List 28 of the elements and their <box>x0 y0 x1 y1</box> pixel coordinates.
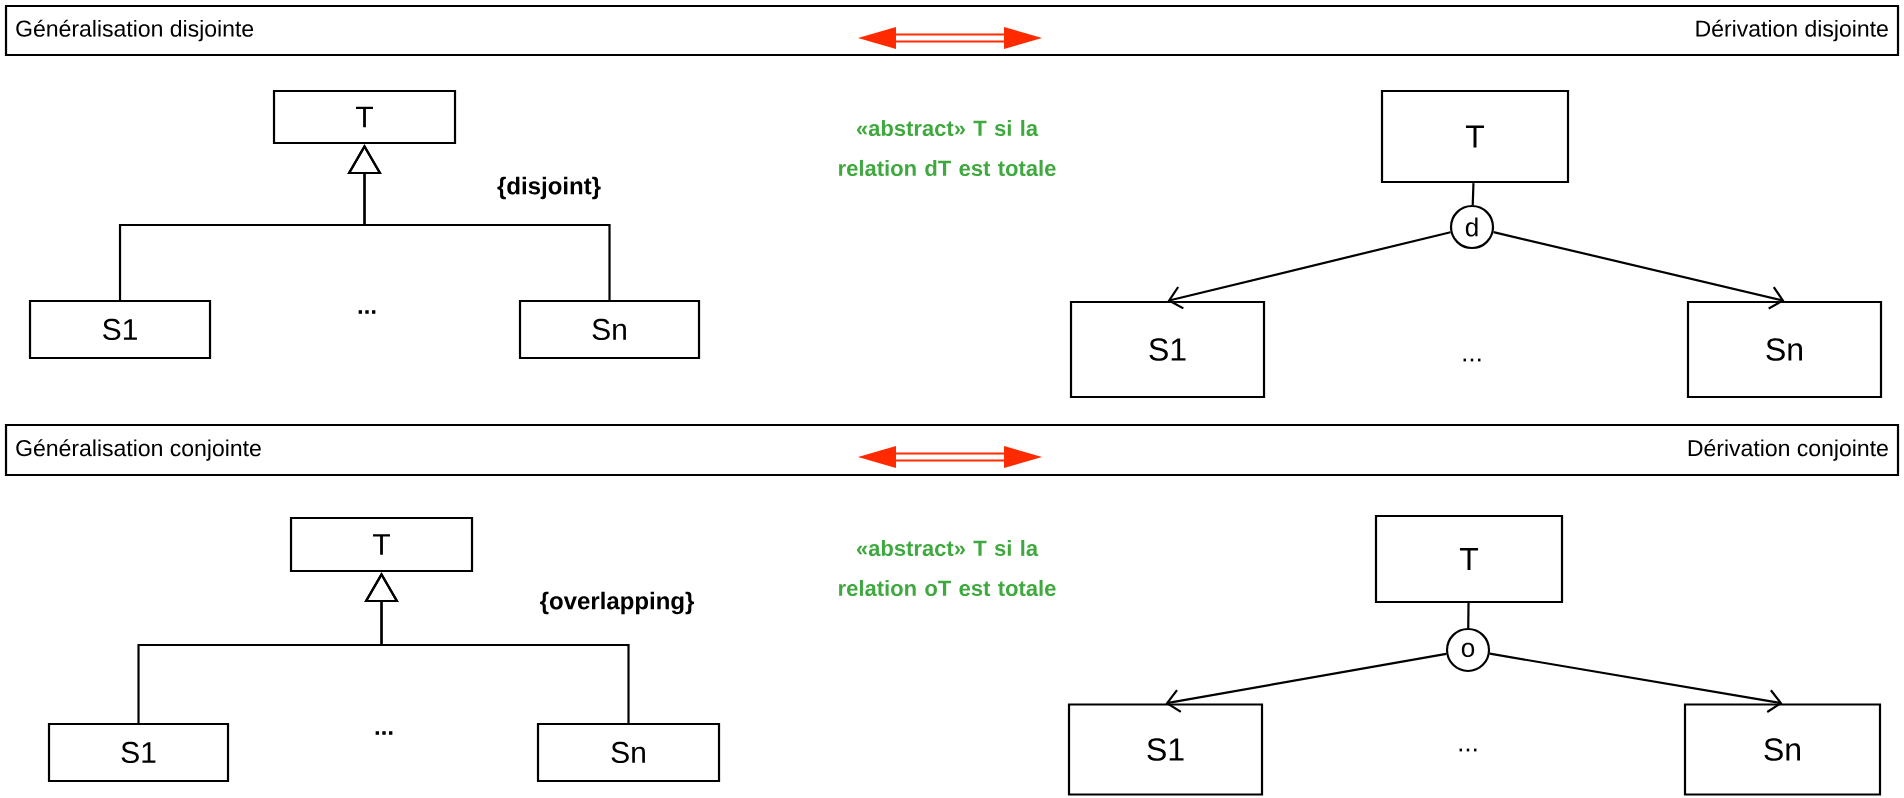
class-box: Sn <box>1683 703 1882 796</box>
arrow <box>1493 231 1785 310</box>
connector-line <box>1471 183 1475 205</box>
class-box: T <box>1380 89 1570 184</box>
class-box: T <box>1374 514 1564 604</box>
class-box: Sn <box>518 299 701 360</box>
arrow <box>1167 231 1451 310</box>
ellipsis: ... <box>358 310 376 314</box>
arrow <box>1489 652 1783 713</box>
class-box: Sn <box>1686 300 1883 399</box>
constraint-label: {overlapping} <box>540 591 694 615</box>
class-box: T <box>289 516 474 573</box>
note-text: «abstract» T si la relation oT est totale <box>839 539 1056 597</box>
title-bar: Généralisation disjointe Dérivation disjointe <box>4 4 1900 57</box>
class-box: S1 <box>28 299 212 360</box>
class-box: S1 <box>1067 703 1264 796</box>
class-box: Sn <box>536 722 721 783</box>
ellipsis: ... <box>1463 358 1481 362</box>
class-box: S1 <box>47 722 230 783</box>
ellipsis: ... <box>1459 748 1477 752</box>
title-bar: Généralisation conjointe Dérivation conjointe <box>4 423 1900 477</box>
ellipsis: ... <box>375 731 393 735</box>
note-text: «abstract» T si la relation dT est totale <box>839 119 1056 177</box>
class-box: T <box>272 89 457 145</box>
constraint-label: {disjoint} <box>497 176 601 200</box>
class-box: S1 <box>1069 300 1266 399</box>
arrow <box>1165 652 1447 713</box>
connector-line <box>1467 603 1470 628</box>
